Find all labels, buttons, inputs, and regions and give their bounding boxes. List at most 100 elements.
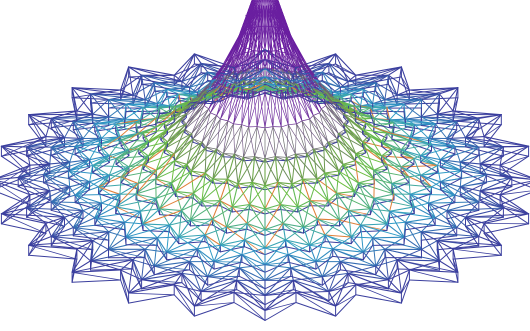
truss-member xyxy=(178,219,192,238)
truss-member xyxy=(248,90,254,93)
truss-member xyxy=(264,254,289,266)
truss-member xyxy=(287,124,307,154)
truss-member xyxy=(396,268,440,271)
truss-member xyxy=(420,155,438,167)
truss-member xyxy=(324,172,340,176)
truss-member xyxy=(28,114,47,138)
truss-member xyxy=(403,103,422,118)
truss-member xyxy=(63,210,84,218)
truss-member xyxy=(137,169,157,185)
truss-member xyxy=(459,194,480,203)
truss-member xyxy=(142,153,175,165)
truss-member xyxy=(479,186,513,201)
truss-member xyxy=(355,284,402,304)
truss-member xyxy=(285,246,311,253)
truss-member xyxy=(226,226,248,230)
truss-member xyxy=(436,240,454,250)
truss-member xyxy=(50,117,84,139)
truss-member xyxy=(464,117,480,139)
truss-member xyxy=(163,133,193,150)
truss-member xyxy=(347,208,371,212)
truss-member xyxy=(271,26,282,53)
truss-member xyxy=(196,248,215,263)
truss-member xyxy=(74,194,103,204)
truss-member xyxy=(479,174,487,192)
truss-member xyxy=(342,163,375,180)
truss-member xyxy=(69,145,76,163)
truss-member xyxy=(124,106,144,120)
truss-member xyxy=(173,53,195,76)
truss-member xyxy=(282,222,287,241)
truss-member xyxy=(192,192,203,202)
truss-member xyxy=(92,231,110,242)
truss-member xyxy=(389,210,436,219)
truss-member xyxy=(223,123,234,154)
truss-member xyxy=(264,246,286,249)
truss-member xyxy=(178,210,182,238)
truss-member xyxy=(360,103,405,107)
truss-member xyxy=(400,157,415,168)
truss-member xyxy=(28,254,78,260)
truss-member xyxy=(465,127,480,139)
truss-member xyxy=(159,190,177,210)
truss-member xyxy=(478,201,504,209)
truss-member xyxy=(264,261,289,266)
truss-member xyxy=(309,118,325,148)
truss-member xyxy=(231,206,251,210)
truss-member xyxy=(434,217,458,229)
truss-member xyxy=(94,217,126,223)
truss-member xyxy=(173,284,195,317)
truss-member xyxy=(372,237,377,267)
truss-member xyxy=(373,197,388,225)
truss-member xyxy=(236,267,240,281)
truss-member xyxy=(465,114,502,139)
truss-member xyxy=(499,155,530,176)
truss-member xyxy=(365,148,375,171)
truss-member xyxy=(271,50,276,52)
truss-member xyxy=(387,259,398,281)
truss-member xyxy=(89,143,99,161)
truss-member xyxy=(135,199,157,205)
truss-member xyxy=(227,87,240,122)
truss-member xyxy=(90,248,146,262)
truss-member xyxy=(291,182,304,189)
truss-member xyxy=(389,210,405,238)
truss-member xyxy=(384,93,440,101)
truss-member xyxy=(420,171,438,176)
truss-member xyxy=(0,207,28,215)
truss-member xyxy=(409,143,432,145)
truss-member xyxy=(192,115,218,140)
truss-member xyxy=(92,164,110,176)
truss-member xyxy=(502,207,530,215)
truss-member xyxy=(360,224,364,253)
truss-member xyxy=(168,224,180,245)
truss-member xyxy=(256,126,266,160)
truss-member xyxy=(324,172,329,202)
truss-member xyxy=(428,202,456,212)
truss-member xyxy=(324,241,352,245)
truss-member xyxy=(220,118,229,122)
truss-member xyxy=(189,261,209,286)
truss-member xyxy=(368,135,383,157)
truss-member xyxy=(227,54,240,76)
truss-member xyxy=(142,168,157,176)
truss-member xyxy=(285,156,293,185)
truss-member xyxy=(362,244,374,261)
truss-member xyxy=(246,228,266,236)
truss-member xyxy=(196,248,215,270)
truss-member xyxy=(344,128,357,155)
truss-member xyxy=(144,257,155,276)
truss-member xyxy=(408,269,459,283)
truss-member xyxy=(420,231,480,237)
truss-member xyxy=(233,89,244,125)
truss-member xyxy=(290,87,303,122)
truss-member xyxy=(166,88,170,107)
truss-member xyxy=(456,121,466,139)
truss-member xyxy=(324,170,340,174)
truss-member xyxy=(479,176,513,192)
truss-member xyxy=(464,216,480,238)
truss-member xyxy=(26,146,71,163)
truss-member xyxy=(17,176,51,192)
truss-member xyxy=(236,289,266,306)
truss-member xyxy=(160,133,168,141)
